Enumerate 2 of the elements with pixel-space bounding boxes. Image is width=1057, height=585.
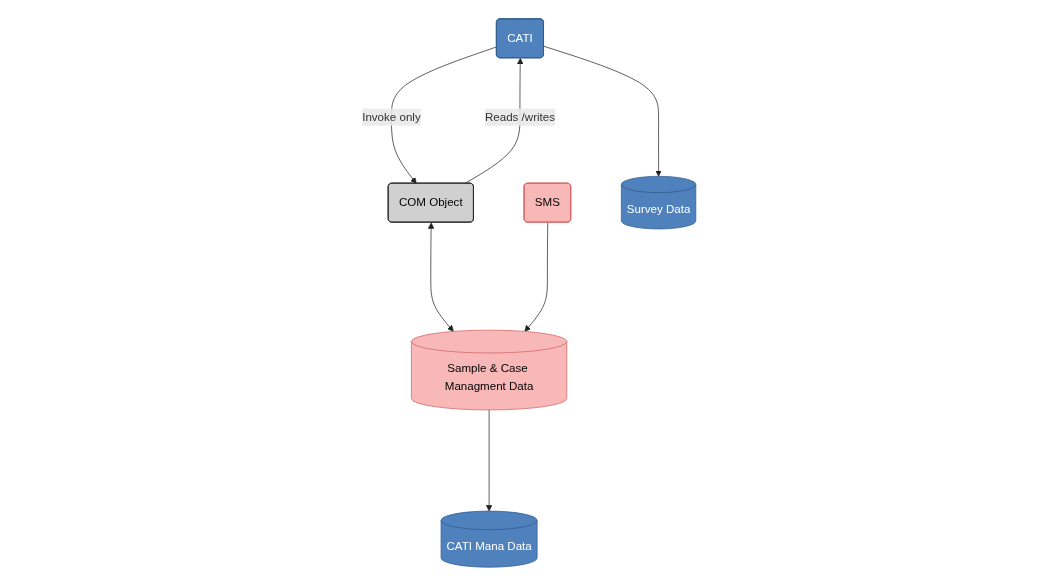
edge-label: Invoke only — [361, 110, 421, 123]
edge-label: Reads /writes — [484, 110, 555, 123]
